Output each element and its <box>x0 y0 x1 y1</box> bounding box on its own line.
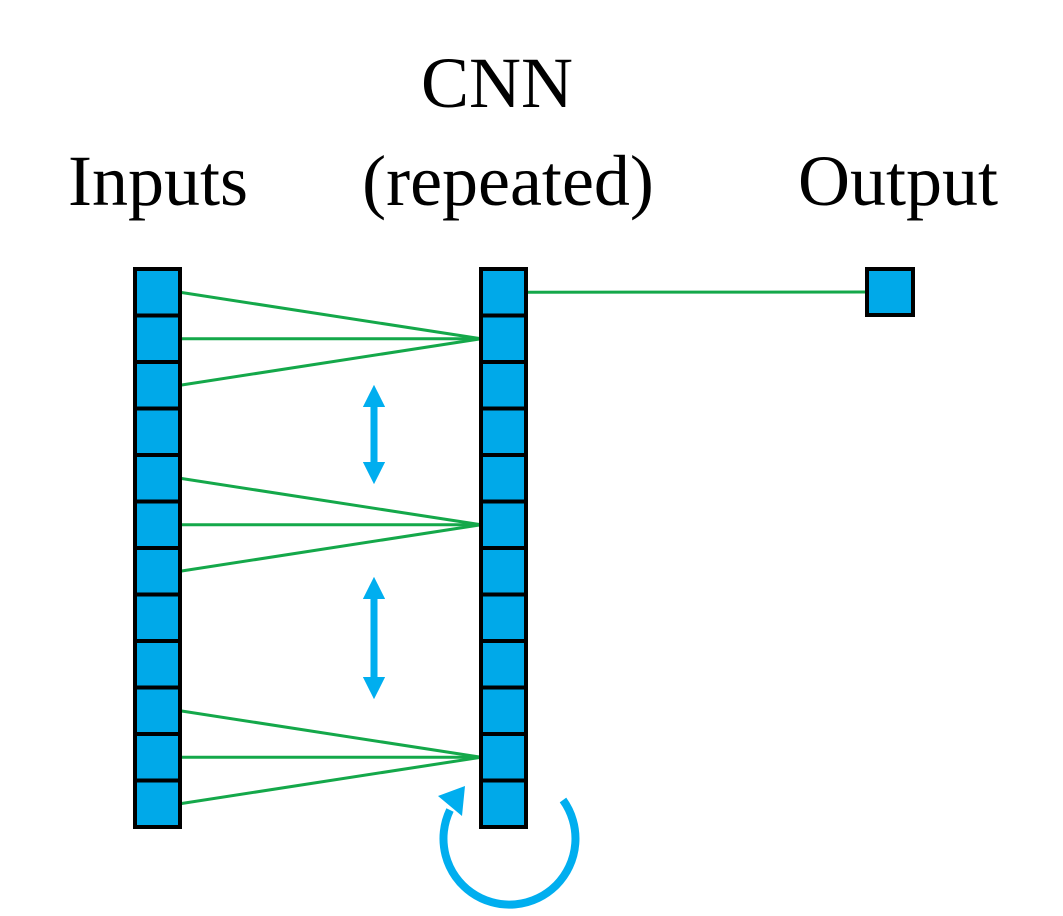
connection-line <box>179 337 482 387</box>
connection-line <box>179 476 482 527</box>
input-cell <box>133 313 182 364</box>
cnn-cell <box>479 685 528 736</box>
input-cell <box>133 267 182 318</box>
connection-line <box>179 290 482 341</box>
cnn-cell <box>479 592 528 643</box>
output-column <box>865 267 915 317</box>
inputs-label: Inputs <box>68 141 248 221</box>
input-column <box>133 267 182 829</box>
input-cell <box>133 592 182 643</box>
connection-lines <box>179 290 868 806</box>
connection-line <box>179 709 482 759</box>
cnn-label: CNN <box>421 43 573 123</box>
cnn-cell <box>479 639 528 690</box>
input-cell <box>133 546 182 597</box>
output-label: Output <box>798 141 998 221</box>
cnn-cell <box>479 313 528 364</box>
cnn-column <box>479 267 528 829</box>
cnn-cell <box>479 267 528 318</box>
cnn-cell <box>479 499 528 550</box>
cnn-cell <box>479 453 528 504</box>
input-cell <box>133 778 182 829</box>
input-cell <box>133 453 182 504</box>
connection-line <box>179 523 482 573</box>
input-cell <box>133 360 182 411</box>
cnn-cell <box>479 360 528 411</box>
repeat-arrow-icon <box>438 786 580 909</box>
output-cell <box>865 267 915 317</box>
cnn-repeated-label: (repeated) <box>362 141 654 221</box>
input-cell <box>133 499 182 550</box>
input-cell <box>133 406 182 457</box>
input-cell <box>133 732 182 783</box>
input-cell <box>133 685 182 736</box>
cnn-cell <box>479 732 528 783</box>
cnn-cell <box>479 406 528 457</box>
cnn-cell <box>479 778 528 829</box>
cnn-cell <box>479 546 528 597</box>
input-cell <box>133 639 182 690</box>
connection-line <box>179 755 482 806</box>
